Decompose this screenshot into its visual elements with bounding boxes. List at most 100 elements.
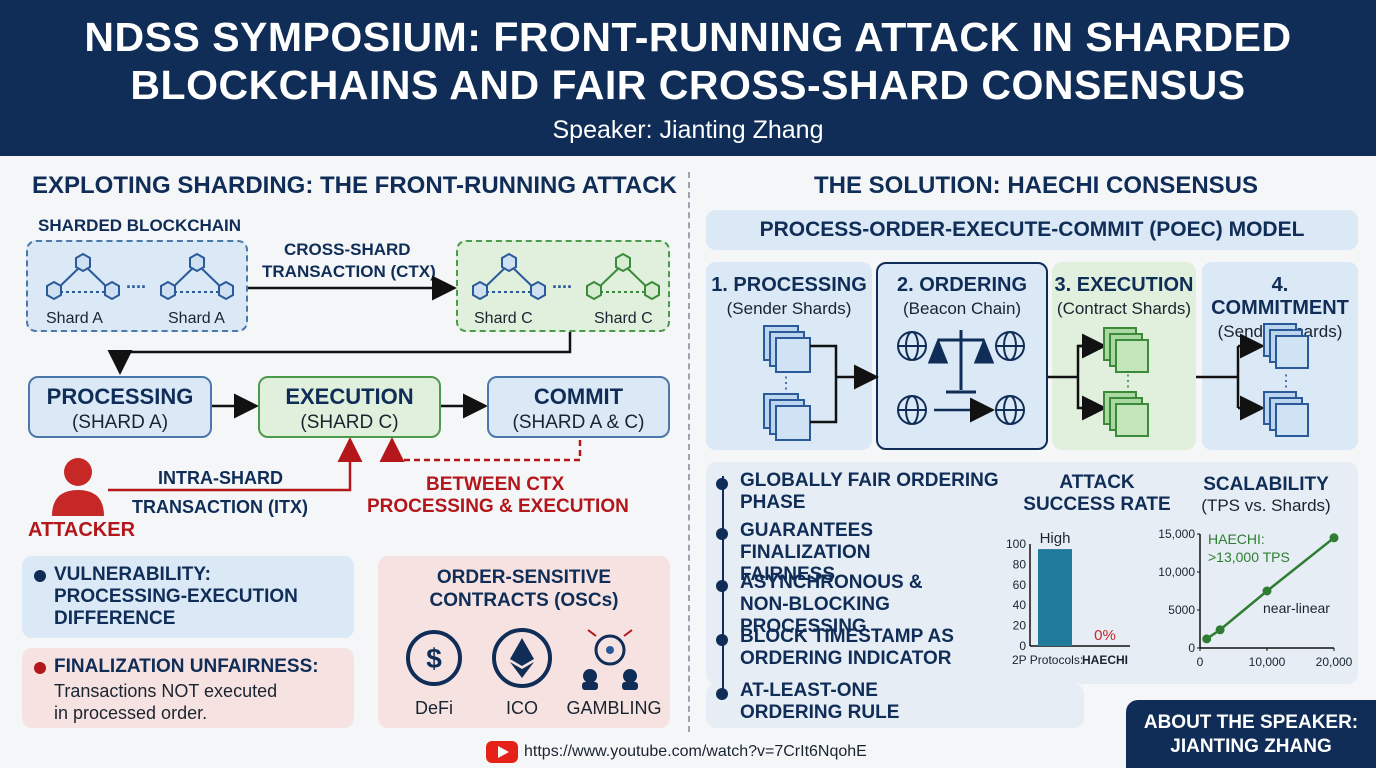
- block-stack-icon: ⋮: [763, 325, 811, 441]
- left-section-title: EXPLOTING SHARDING: THE FRONT-RUNNING AT…: [32, 172, 677, 199]
- ctx-label-line-2: TRANSACTION (CTX): [262, 262, 436, 281]
- title-line-1: NDSS SYMPOSIUM: FRONT-RUNNING ATTACK IN …: [84, 14, 1292, 60]
- bullet-dot: [716, 478, 728, 490]
- osc-item-defi: DeFi: [414, 698, 453, 718]
- svg-text:⋮: ⋮: [1120, 373, 1136, 390]
- scalability-chart-subtitle: (TPS vs. Shards): [1201, 496, 1331, 515]
- y-tick-label: 5000: [1168, 603, 1195, 617]
- osc-title-line-2: CONTRACTS (OSCs): [429, 590, 619, 611]
- unfair-line-2: in processed order.: [54, 703, 208, 723]
- execution-box: EXECUTION (SHARD C): [258, 376, 441, 438]
- processing-box: PROCESSING (SHARD A): [28, 376, 212, 438]
- commit-sub: (SHARD A & C): [512, 412, 645, 433]
- y-tick-label: 10,000: [1158, 565, 1195, 579]
- itx-label-line-2: TRANSACTION (ITX): [132, 497, 308, 517]
- speaker-name: Speaker: Jianting Zhang: [552, 116, 824, 144]
- poec-diagram: ⋮ ⋮ ⋮: [763, 323, 1309, 441]
- globe-icon: [897, 395, 927, 425]
- annotation-tps: >13,000 TPS: [1208, 549, 1290, 565]
- commit-box: COMMIT (SHARD A & C): [487, 376, 670, 438]
- globe-icon: [995, 331, 1025, 361]
- shard-ellipsis: ....: [552, 272, 573, 292]
- shard-c-label: Shard C: [594, 310, 653, 327]
- defi-icon: $: [406, 630, 462, 686]
- sharded-blockchain-label: SHARDED BLOCKCHAIN: [38, 216, 242, 235]
- bullet-dot: [716, 688, 728, 700]
- ctx-label-line-1: CROSS-SHARD: [284, 240, 411, 259]
- commit-title: COMMIT: [533, 384, 624, 409]
- unfairness-text: Transactions NOT executed in processed o…: [54, 680, 277, 724]
- osc-title: ORDER-SENSITIVE CONTRACTS (OSCs): [378, 566, 670, 612]
- y-tick-label: 60: [1013, 578, 1027, 592]
- step-name: 3. EXECUTION: [1054, 274, 1194, 296]
- y-tick-label: 0: [1019, 639, 1026, 653]
- about-line-1: ABOUT THE SPEAKER:: [1143, 712, 1359, 733]
- execution-title: EXECUTION: [285, 384, 414, 409]
- y-tick-label: 40: [1013, 598, 1027, 612]
- x-tick-label: 10,000: [1249, 655, 1286, 669]
- series-line: [1205, 536, 1335, 640]
- between-label-line-1: BETWEEN CTX: [426, 474, 565, 495]
- shard-group-a: .... Shard A Shard A: [26, 240, 248, 332]
- vuln-line-3: DIFFERENCE: [54, 608, 176, 629]
- shard-network-icon: [586, 252, 660, 301]
- block-stack-icon: ⋮: [1263, 323, 1309, 437]
- y-tick-label: 20: [1013, 619, 1027, 633]
- step-sub: (Sender Shards): [726, 299, 852, 318]
- vuln-line-1: VULNERABILITY:: [54, 564, 211, 585]
- bullet-dot: [716, 634, 728, 646]
- feature-item: ASYNCHRONOUS &NON-BLOCKING PROCESSING: [740, 572, 923, 637]
- unfairness-title: FINALIZATION UNFAIRNESS:: [54, 656, 319, 677]
- about-line-2: JIANTING ZHANG: [1170, 736, 1332, 757]
- svg-text:$: $: [426, 643, 442, 674]
- unfairness-panel: FINALIZATION UNFAIRNESS: Transactions NO…: [22, 648, 354, 728]
- header: NDSS SYMPOSIUM: FRONT-RUNNING ATTACK IN …: [0, 0, 1376, 156]
- data-point: [1202, 634, 1212, 644]
- vuln-line-2: PROCESSING-EXECUTION: [54, 586, 298, 607]
- poec-title-bar: PROCESS-ORDER-EXECUTE-COMMIT (POEC) MODE…: [706, 210, 1358, 250]
- execution-sub: (SHARD C): [300, 412, 399, 433]
- attack-chart-title: ATTACK SUCCESS RATE: [1020, 472, 1174, 516]
- left-flow-arrows: [107, 275, 582, 492]
- shard-network-icon: [46, 252, 120, 301]
- shard-network-icon: [160, 252, 234, 301]
- globe-icon: [995, 395, 1025, 425]
- bullet-dot: [34, 570, 46, 582]
- unfair-line-1: Transactions NOT executed: [54, 681, 278, 701]
- osc-title-line-1: ORDER-SENSITIVE: [436, 567, 612, 588]
- gambling-icon: [582, 629, 638, 690]
- vulnerability-panel: VULNERABILITY: PROCESSING-EXECUTION DIFF…: [22, 556, 354, 638]
- processing-title: PROCESSING: [46, 384, 194, 409]
- attack-chart-title-line-2: SUCCESS RATE: [1023, 494, 1171, 515]
- step-name: 2. ORDERING: [896, 274, 1028, 296]
- block-stack-icon-green: ⋮: [1103, 327, 1149, 437]
- y-tick-label: 100: [1006, 537, 1026, 551]
- annotation-haechi: HAECHI:: [1208, 531, 1265, 547]
- shard-a-label: Shard A: [168, 310, 225, 327]
- data-point: [1329, 533, 1339, 543]
- osc-item-ico: ICO: [505, 698, 538, 718]
- bullet-dot: [34, 662, 46, 674]
- about-speaker-box[interactable]: ABOUT THE SPEAKER: JIANTING ZHANG: [1126, 700, 1376, 768]
- scalability-chart-title: SCALABILITY: [1203, 474, 1329, 495]
- processing-sub: (SHARD A): [71, 412, 169, 433]
- shard-network-icon: [472, 252, 546, 301]
- annotation-trend: near-linear: [1263, 600, 1330, 616]
- video-url-link[interactable]: https://www.youtube.com/watch?v=7CrIt6Nq…: [524, 743, 867, 760]
- shard-ellipsis: ....: [126, 272, 147, 292]
- data-point: [1215, 625, 1225, 635]
- y-tick-label: 15,000: [1158, 527, 1195, 541]
- step-name: 1. PROCESSING: [711, 274, 867, 296]
- globe-icon: [897, 331, 927, 361]
- data-point: [1262, 586, 1272, 596]
- bar-data-label: High: [1040, 530, 1071, 547]
- between-label-line-2: PROCESSING & EXECUTION: [367, 496, 629, 517]
- x-tick-label: 0: [1197, 655, 1204, 669]
- poec-title: PROCESS-ORDER-EXECUTE-COMMIT (POEC) MODE…: [759, 218, 1305, 241]
